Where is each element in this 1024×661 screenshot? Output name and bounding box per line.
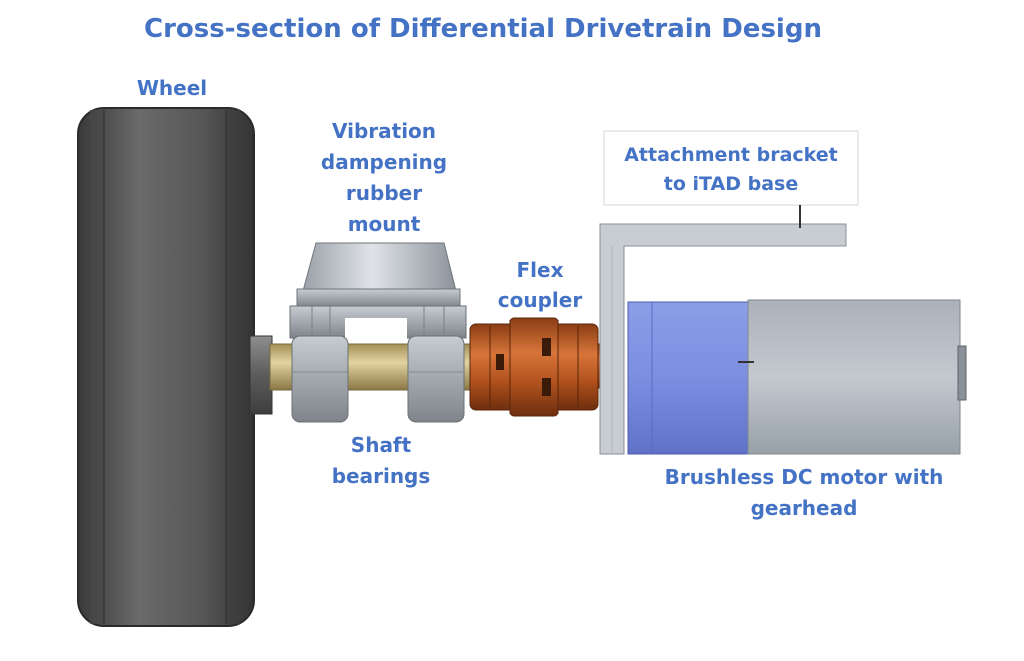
rubber-mount-label: Vibration dampening rubber mount	[296, 116, 472, 240]
bracket-label-line: Attachment bracket	[624, 144, 838, 166]
wheel	[77, 107, 255, 627]
motor-label: Brushless DC motor with gearhead	[652, 462, 956, 524]
shaft-bearings	[291, 335, 465, 423]
wheel-label: Wheel	[136, 76, 208, 100]
rubber-mount	[289, 242, 467, 340]
page-title: Cross-section of Differential Drivetrain…	[144, 14, 822, 44]
rubber-mount-label-line: rubber	[345, 181, 423, 205]
attachment-bracket	[599, 223, 847, 455]
shaft-bearings-label-line: bearings	[331, 464, 431, 488]
rubber-mount-label-line: dampening	[320, 150, 448, 174]
brushless-motor	[627, 299, 967, 455]
motor-label-line: Brushless DC motor with	[664, 465, 944, 489]
shaft-bearings-label: Shaft bearings	[312, 430, 450, 492]
rubber-mount-label-line: mount	[347, 212, 421, 236]
bracket-label-line: to iTAD base	[663, 173, 799, 195]
shaft-bearings-label-line: Shaft	[350, 433, 412, 457]
flex-coupler	[469, 317, 609, 417]
rubber-mount-label-line: Vibration	[331, 119, 437, 143]
bracket-callout-box	[603, 130, 859, 300]
wheel-hub	[249, 335, 273, 415]
flex-coupler-label: Flex coupler	[482, 255, 598, 315]
bracket-label: Attachment bracket to iTAD base	[606, 141, 856, 199]
flex-coupler-label-line: coupler	[497, 288, 583, 312]
motor-label-line: gearhead	[750, 496, 858, 520]
flex-coupler-label-line: Flex	[516, 258, 564, 282]
